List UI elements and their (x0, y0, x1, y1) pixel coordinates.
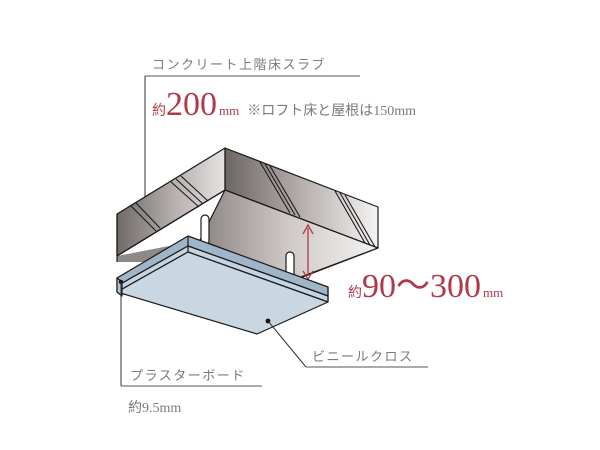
gap-prefix: 約 (348, 285, 362, 301)
gap-dimension: 約 90〜300 mm (348, 270, 503, 304)
slab-thickness-prefix: 約 (152, 103, 166, 119)
slab-note: ※ロフト床と屋根は150mm (247, 104, 417, 119)
board-leader (118, 279, 262, 387)
slab-thickness-value: 200 (166, 86, 217, 123)
board-thickness: 約9.5mm (128, 401, 182, 416)
plaster-board (116, 235, 329, 335)
gap-unit: mm (483, 285, 504, 300)
cloth-leader (265, 318, 428, 368)
slab-thickness-unit: mm (219, 103, 240, 118)
cloth-label: ビニールクロス (312, 350, 414, 365)
board-label: プラスターボード (130, 369, 246, 384)
gap-value: 90〜300 (362, 268, 481, 305)
slab-thickness: 約 200 mm ※ロフト床と屋根は150mm (152, 88, 416, 122)
gap-dimension-arrow (302, 223, 314, 281)
slab-label: コンクリート上階床スラブ (152, 58, 327, 73)
